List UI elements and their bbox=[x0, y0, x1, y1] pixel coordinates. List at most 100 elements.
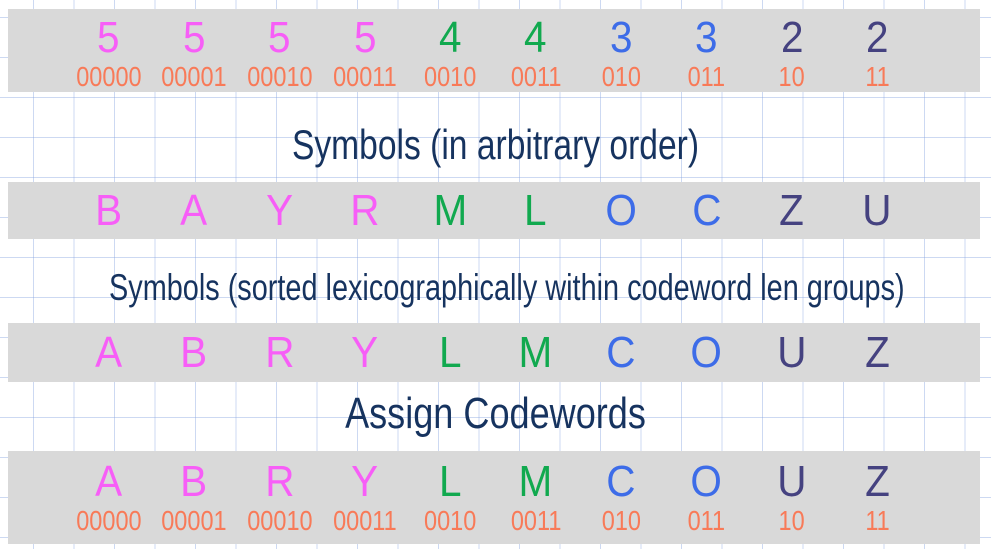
codeword-value: 010 bbox=[601, 60, 641, 92]
symbol-value: C bbox=[606, 327, 636, 377]
length-value: 2 bbox=[866, 13, 889, 62]
length-column: 4 0010 bbox=[408, 9, 493, 92]
codeword-value: 0011 bbox=[510, 60, 561, 92]
length-column: 3 010 bbox=[578, 9, 663, 92]
codeword-value: 11 bbox=[865, 60, 890, 92]
assigned-codewords-row: A 00000 B 00001 R 00010 Y 00011 L 0010 M… bbox=[8, 451, 980, 544]
symbol-value: R bbox=[264, 327, 295, 377]
length-value: 4 bbox=[524, 13, 547, 62]
symbol-value: B bbox=[180, 457, 208, 506]
symbol-value: B bbox=[95, 185, 123, 235]
symbol-value: U bbox=[862, 185, 892, 235]
symbol-value: R bbox=[264, 457, 295, 506]
codeword-value: 011 bbox=[687, 504, 726, 536]
codeword-value: 0010 bbox=[424, 60, 477, 92]
length-value: 5 bbox=[182, 13, 206, 62]
arbitrary-symbols-band: B A Y R M L O C Z bbox=[8, 182, 980, 239]
symbol-value: M bbox=[518, 457, 553, 506]
sorted-symbols-band: A B R Y L M C O U bbox=[8, 323, 980, 382]
symbol-value: A bbox=[95, 457, 123, 506]
symbol-value: L bbox=[439, 327, 462, 377]
symbol-value: O bbox=[690, 457, 723, 506]
length-column: 4 0011 bbox=[493, 9, 578, 92]
symbol-column: Y bbox=[322, 323, 407, 382]
symbol-value: C bbox=[606, 457, 636, 506]
length-value: 4 bbox=[439, 13, 462, 62]
symbol-value: Y bbox=[265, 185, 293, 235]
symbol-code-column: L 0010 bbox=[408, 451, 493, 544]
codeword-lengths-band: 5 00000 5 00001 5 00010 5 00011 4 0010 4… bbox=[8, 9, 980, 92]
assign-codewords-title: Assign Codewords bbox=[345, 389, 646, 438]
sorted-symbols-title: Symbols (sorted lexicographically within… bbox=[109, 267, 905, 308]
symbol-column: L bbox=[493, 182, 578, 239]
symbol-column: M bbox=[493, 323, 578, 382]
length-value: 3 bbox=[695, 13, 718, 62]
codeword-value: 0011 bbox=[510, 504, 561, 536]
symbol-column: C bbox=[578, 323, 663, 382]
symbol-value: L bbox=[439, 457, 462, 506]
codeword-value: 00010 bbox=[246, 60, 313, 92]
symbol-code-column: B 00001 bbox=[151, 451, 236, 544]
codeword-value: 00000 bbox=[75, 504, 142, 536]
symbol-code-column: Y 00011 bbox=[322, 451, 407, 544]
symbol-value: B bbox=[180, 327, 208, 377]
codeword-value: 011 bbox=[687, 60, 726, 92]
symbol-code-column: Z 11 bbox=[835, 451, 920, 544]
sorted-symbols-row: A B R Y L M C O U bbox=[8, 323, 980, 382]
arbitrary-order-title: Symbols (in arbitrary order) bbox=[291, 121, 700, 168]
length-column: 2 11 bbox=[835, 9, 920, 92]
codeword-value: 00011 bbox=[333, 60, 397, 92]
symbol-column: M bbox=[408, 182, 493, 239]
symbol-column: U bbox=[835, 182, 920, 239]
symbol-value: Z bbox=[779, 185, 805, 235]
length-column: 3 011 bbox=[664, 9, 749, 92]
symbol-column: R bbox=[237, 323, 322, 382]
symbol-column: O bbox=[664, 323, 749, 382]
length-column: 5 00001 bbox=[151, 9, 236, 92]
symbol-value: U bbox=[777, 457, 807, 506]
symbol-value: Z bbox=[864, 457, 890, 506]
length-value: 5 bbox=[268, 13, 291, 62]
symbol-value: A bbox=[180, 185, 208, 235]
codeword-value: 11 bbox=[865, 504, 890, 536]
symbol-column: Z bbox=[749, 182, 834, 239]
codeword-value: 0010 bbox=[424, 504, 477, 536]
symbol-code-column: O 011 bbox=[664, 451, 749, 544]
symbol-value: M bbox=[518, 327, 553, 377]
symbol-column: A bbox=[66, 323, 151, 382]
symbol-column: O bbox=[578, 182, 663, 239]
assigned-codewords-band: A 00000 B 00001 R 00010 Y 00011 L 0010 M… bbox=[8, 451, 980, 544]
symbol-column: Z bbox=[835, 323, 920, 382]
symbol-column: A bbox=[151, 182, 236, 239]
length-column: 5 00000 bbox=[66, 9, 151, 92]
symbol-column: B bbox=[151, 323, 236, 382]
symbol-value: O bbox=[690, 327, 723, 377]
symbol-column: Y bbox=[237, 182, 322, 239]
codeword-value: 010 bbox=[601, 504, 641, 536]
symbol-column: B bbox=[66, 182, 151, 239]
symbol-value: A bbox=[95, 327, 123, 377]
length-value: 5 bbox=[353, 13, 377, 62]
symbol-value: O bbox=[605, 185, 637, 235]
length-value: 3 bbox=[609, 13, 633, 62]
symbol-value: C bbox=[691, 185, 722, 235]
symbol-value: U bbox=[777, 327, 807, 377]
symbol-code-column: R 00010 bbox=[237, 451, 322, 544]
codeword-value: 00011 bbox=[333, 504, 397, 536]
codeword-value: 00001 bbox=[161, 504, 227, 536]
codeword-value: 00010 bbox=[246, 504, 313, 536]
codeword-value: 10 bbox=[778, 60, 805, 92]
symbol-column: U bbox=[749, 323, 834, 382]
symbol-code-column: C 010 bbox=[578, 451, 663, 544]
codeword-value: 00000 bbox=[75, 60, 142, 92]
symbol-value: Z bbox=[864, 327, 890, 377]
arbitrary-symbols-row: B A Y R M L O C Z bbox=[8, 182, 980, 239]
length-column: 2 10 bbox=[749, 9, 834, 92]
length-column: 5 00011 bbox=[322, 9, 407, 92]
codeword-value: 10 bbox=[778, 504, 805, 536]
codeword-value: 00001 bbox=[161, 60, 227, 92]
length-value: 5 bbox=[97, 13, 120, 62]
symbol-column: L bbox=[408, 323, 493, 382]
codeword-lengths-row: 5 00000 5 00001 5 00010 5 00011 4 0010 4… bbox=[8, 9, 980, 92]
